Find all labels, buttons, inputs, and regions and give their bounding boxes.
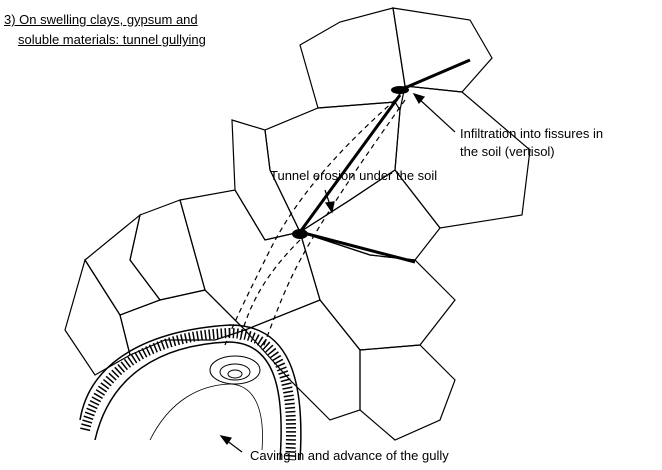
infiltration-point xyxy=(391,86,409,94)
soil-polygon xyxy=(243,299,361,421)
soil-polygon xyxy=(119,289,247,356)
soil-polygon xyxy=(299,7,406,109)
infiltration-point xyxy=(292,229,308,239)
label-infiltration-1: Infiltration into fissures in xyxy=(460,126,604,141)
label-tunnel-erosion: Tunnel erosion under the soil xyxy=(270,168,438,183)
soil-polygon xyxy=(84,213,161,316)
title-line-1: 3) On swelling clays, gypsum and xyxy=(4,12,198,27)
soil-polygon xyxy=(64,258,131,376)
label-caving: Caving in and advance of the gully xyxy=(250,448,449,463)
gully xyxy=(79,324,302,461)
arrows xyxy=(219,93,456,453)
tunnel-paths xyxy=(224,99,406,351)
soil-polygon xyxy=(359,344,456,441)
fissures xyxy=(298,58,471,264)
soil-polygon xyxy=(129,199,206,301)
soil-polygon xyxy=(392,7,493,93)
title-line-2: soluble materials: tunnel gullying xyxy=(18,32,206,47)
soil-polygons xyxy=(64,7,531,441)
label-infiltration-2: the soil (vertisol) xyxy=(460,144,555,159)
soil-polygon xyxy=(299,231,456,351)
